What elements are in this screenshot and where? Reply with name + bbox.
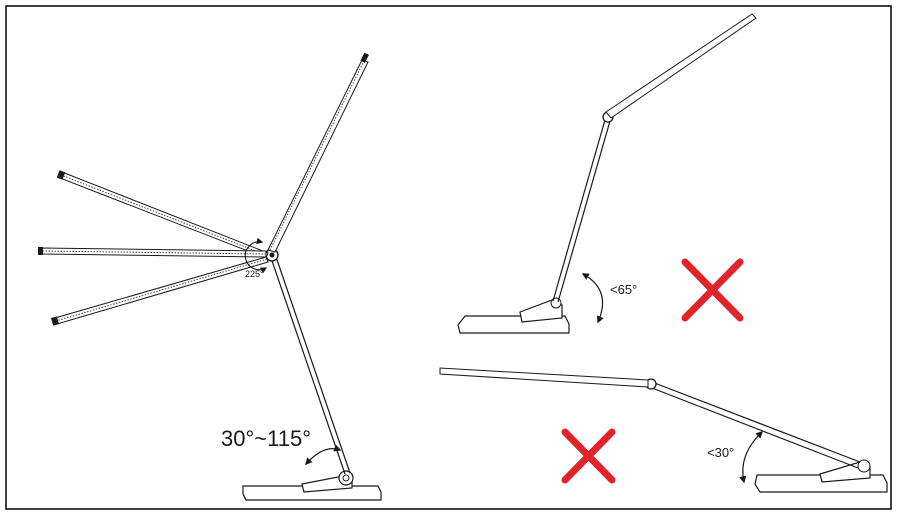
bottom-right-lamp-base <box>754 459 888 493</box>
red-x-icon <box>681 258 744 322</box>
left-lamp: 225° 30°~115° <box>38 52 382 501</box>
left-lamp-head-up <box>267 52 369 253</box>
top-right-lamp-head <box>605 13 757 119</box>
top-right-lamp: <65° <box>457 13 757 334</box>
figure-border <box>5 5 892 510</box>
rotation-arc-icon <box>244 237 268 274</box>
bottom-right-lamp: <30° <box>439 367 888 493</box>
bottom-right-angle-arc-icon <box>739 431 764 484</box>
arm-angle-label: 30°~115° <box>221 426 311 451</box>
top-right-lamp-base <box>457 297 570 334</box>
bottom-right-lamp-head <box>439 367 649 388</box>
left-lamp-head-horizontal <box>38 247 267 258</box>
left-lamp-base <box>242 470 382 501</box>
red-x-icon <box>561 428 616 484</box>
arm-angle-arc-icon <box>305 444 342 466</box>
left-lamp-arm <box>269 253 351 475</box>
top-right-angle-arc-icon <box>581 273 604 324</box>
bottom-right-angle-label: <30° <box>707 445 734 460</box>
head-rotation-label: 225° <box>245 269 264 279</box>
top-right-angle-label: <65° <box>610 282 637 297</box>
top-right-lamp-arm <box>552 119 611 303</box>
left-lamp-head-lower-left <box>51 256 269 326</box>
bottom-right-lamp-arm <box>651 381 861 469</box>
left-lamp-head-upper-left <box>56 170 269 259</box>
